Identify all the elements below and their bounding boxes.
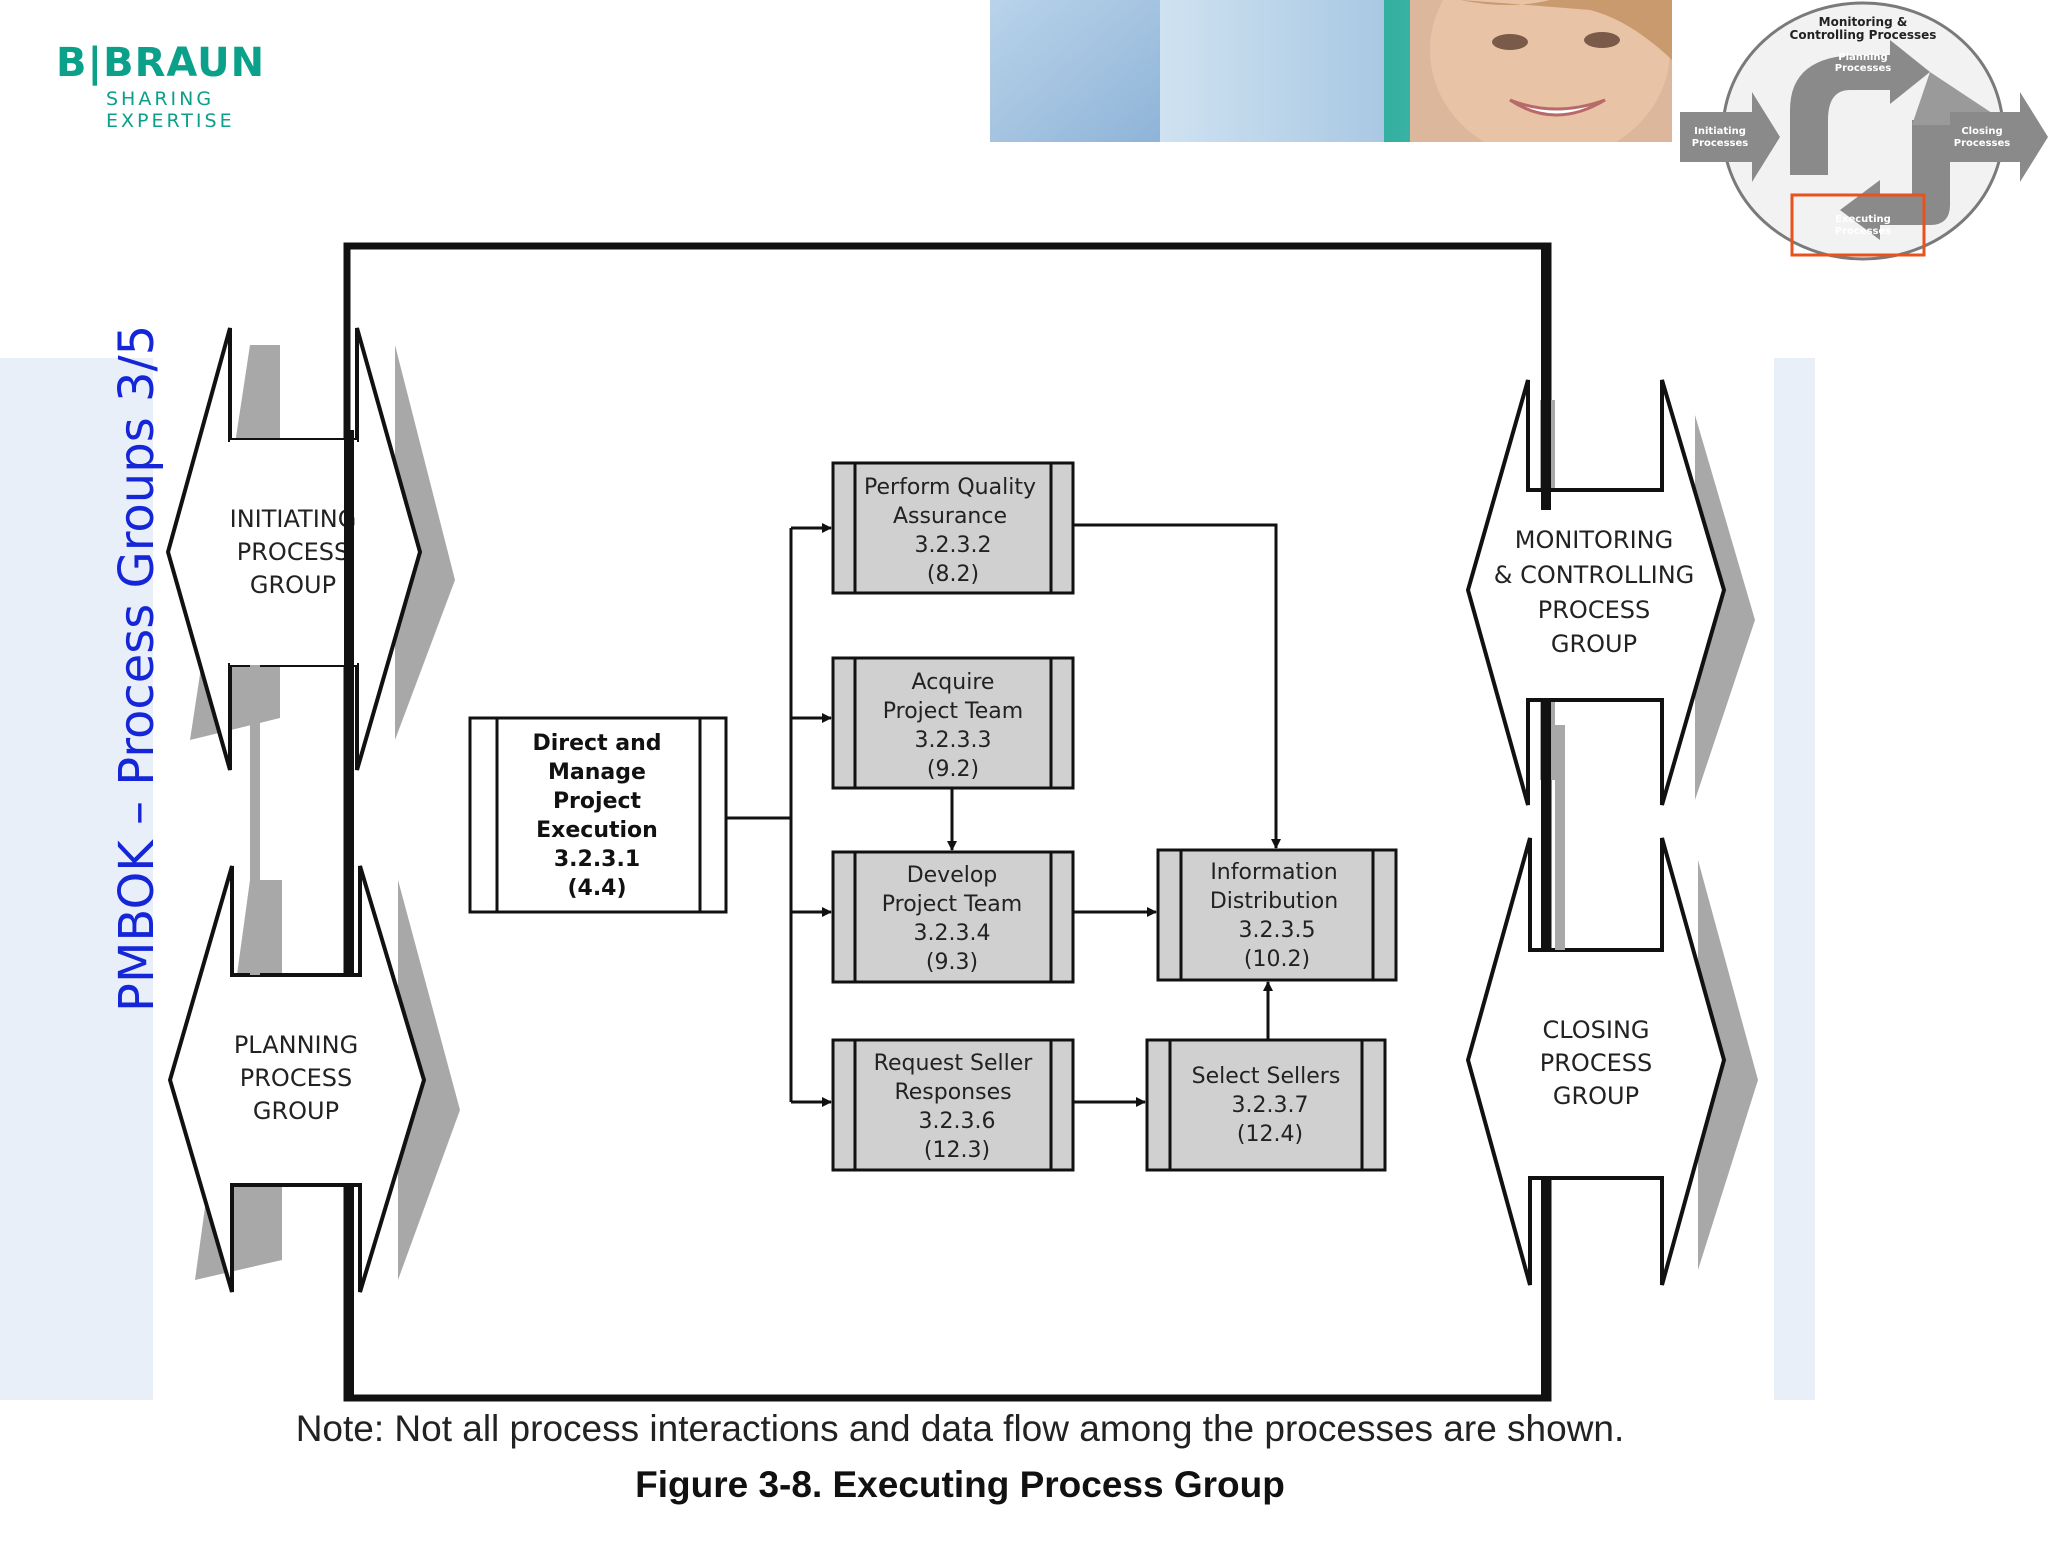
request-seller-box <box>831 1038 1075 1172</box>
acquire-team-box <box>831 656 1075 790</box>
direct-manage-line-2: Manage <box>548 760 646 785</box>
direct-manage-box <box>468 716 728 914</box>
left-side-panel <box>0 358 153 1400</box>
quality-assurance-line-4: (8.2) <box>927 562 979 587</box>
planning-label-1: PLANNING <box>234 1031 358 1059</box>
logo-brand: B|BRAUN <box>56 40 266 86</box>
direct-manage-line-4: Execution <box>536 818 658 843</box>
planning-label-3: GROUP <box>253 1097 339 1125</box>
executing-highlight <box>1790 193 1926 257</box>
select-sellers-line-1: Select Sellers <box>1192 1064 1341 1089</box>
acquire-team-line-2: Project Team <box>883 699 1023 724</box>
mini-planning-label-2: Processes <box>1835 63 1892 74</box>
process-cycle-thumbnail: Monitoring & Controlling Processes Plann… <box>1680 0 2048 265</box>
direct-manage-line-3: Project <box>553 789 642 814</box>
closing-label-2: PROCESS <box>1540 1049 1652 1077</box>
develop-team-line-4: (9.3) <box>926 950 978 975</box>
logo-tagline: SHARING EXPERTISE <box>106 88 235 132</box>
acquire-team-line-3: 3.2.3.3 <box>915 728 992 753</box>
request-seller-line-1: Request Seller <box>874 1051 1034 1076</box>
planning-group-shape <box>167 865 460 1293</box>
direct-manage-line-6: (4.4) <box>567 876 626 901</box>
mini-monitoring-label-2: Controlling Processes <box>1790 28 1937 42</box>
initiating-group-shape <box>165 327 455 771</box>
monitoring-group-shape <box>1465 379 1755 806</box>
slide-title: PMBOK – Process Groups 3/5 <box>109 324 165 1012</box>
mini-executing-label-2: Processes <box>1835 226 1892 237</box>
mini-executing-label-1: Executing <box>1835 214 1891 225</box>
request-seller-line-3: 3.2.3.6 <box>919 1109 996 1134</box>
quality-assurance-line-3: 3.2.3.2 <box>915 533 992 558</box>
quality-assurance-line-1: Perform Quality <box>864 475 1036 500</box>
info-distribution-line-1: Information <box>1210 860 1337 885</box>
header-photo <box>990 0 1672 142</box>
develop-team-line-3: 3.2.3.4 <box>914 921 991 946</box>
initiating-label-3: GROUP <box>250 571 336 599</box>
select-sellers-line-2: 3.2.3.7 <box>1232 1093 1309 1118</box>
info-distribution-line-2: Distribution <box>1210 889 1338 914</box>
direct-manage-line-5: 3.2.3.1 <box>554 847 640 872</box>
info-distribution-line-4: (10.2) <box>1244 947 1310 972</box>
initiating-label-2: PROCESS <box>237 538 349 566</box>
develop-team-line-2: Project Team <box>882 892 1022 917</box>
quality-assurance-box <box>831 461 1075 595</box>
mini-monitoring-label-1: Monitoring & <box>1819 15 1908 29</box>
acquire-team-line-1: Acquire <box>912 670 995 695</box>
closing-label-1: CLOSING <box>1542 1016 1649 1044</box>
request-seller-line-2: Responses <box>894 1080 1011 1105</box>
planning-label-2: PROCESS <box>240 1064 352 1092</box>
request-seller-line-4: (12.3) <box>924 1138 990 1163</box>
mini-initiating-label-2: Processes <box>1692 138 1749 149</box>
monitoring-label-3: PROCESS <box>1538 596 1650 624</box>
bbraun-logo: B|BRAUN SHARING EXPERTISE <box>56 40 336 132</box>
direct-manage-line-1: Direct and <box>532 731 661 756</box>
process-frame <box>343 242 1552 1402</box>
right-side-panel <box>1774 358 1815 1400</box>
flow-connectors <box>726 523 1281 1107</box>
closing-group-shape <box>1465 837 1758 1286</box>
develop-team-line-1: Develop <box>907 863 998 888</box>
mini-initiating-label-1: Initiating <box>1694 126 1746 137</box>
monitoring-label-2: & CONTROLLING <box>1494 561 1695 589</box>
initiating-label-1: INITIATING <box>230 505 357 533</box>
mini-planning-label-1: Planning <box>1838 52 1887 63</box>
monitoring-label-4: GROUP <box>1551 630 1637 658</box>
monitoring-label-1: MONITORING <box>1515 526 1673 554</box>
figure-note: Note: Not all process interactions and d… <box>295 1408 1625 1449</box>
info-distribution-line-3: 3.2.3.5 <box>1239 918 1316 943</box>
closing-label-3: GROUP <box>1553 1082 1639 1110</box>
mini-closing-label-2: Processes <box>1954 138 2011 149</box>
develop-team-box <box>831 850 1075 984</box>
select-sellers-box <box>1145 1038 1387 1172</box>
information-distribution-box <box>1156 848 1398 982</box>
quality-assurance-line-2: Assurance <box>893 504 1007 529</box>
mini-closing-label-1: Closing <box>1961 126 2002 137</box>
figure-caption: Figure 3-8. Executing Process Group <box>635 1464 1285 1505</box>
select-sellers-line-3: (12.4) <box>1237 1122 1303 1147</box>
acquire-team-line-4: (9.2) <box>927 757 979 782</box>
